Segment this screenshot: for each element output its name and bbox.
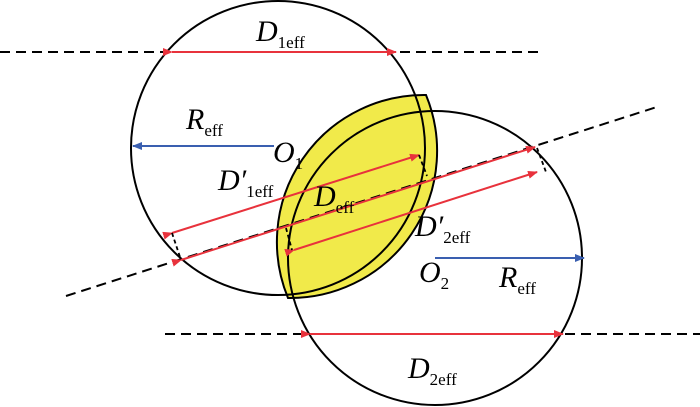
end-tick-2 xyxy=(418,154,428,177)
label-reff-1: Reff xyxy=(185,103,223,140)
label-o2: O2 xyxy=(419,256,449,293)
d2eff-prime-arrow xyxy=(284,170,538,257)
label-d2eff: D2eff xyxy=(407,352,457,389)
label-deff: Deff xyxy=(313,180,355,217)
label-d2eff-prime: D′2eff xyxy=(414,210,471,247)
end-tick-3 xyxy=(285,227,293,251)
end-tick-1 xyxy=(171,232,181,258)
end-tick-4 xyxy=(536,147,547,173)
label-d1eff-prime: D′1eff xyxy=(217,164,274,201)
label-o1: O1 xyxy=(273,136,303,173)
label-d1eff: D1eff xyxy=(255,15,305,52)
label-reff-2: Reff xyxy=(498,261,536,298)
